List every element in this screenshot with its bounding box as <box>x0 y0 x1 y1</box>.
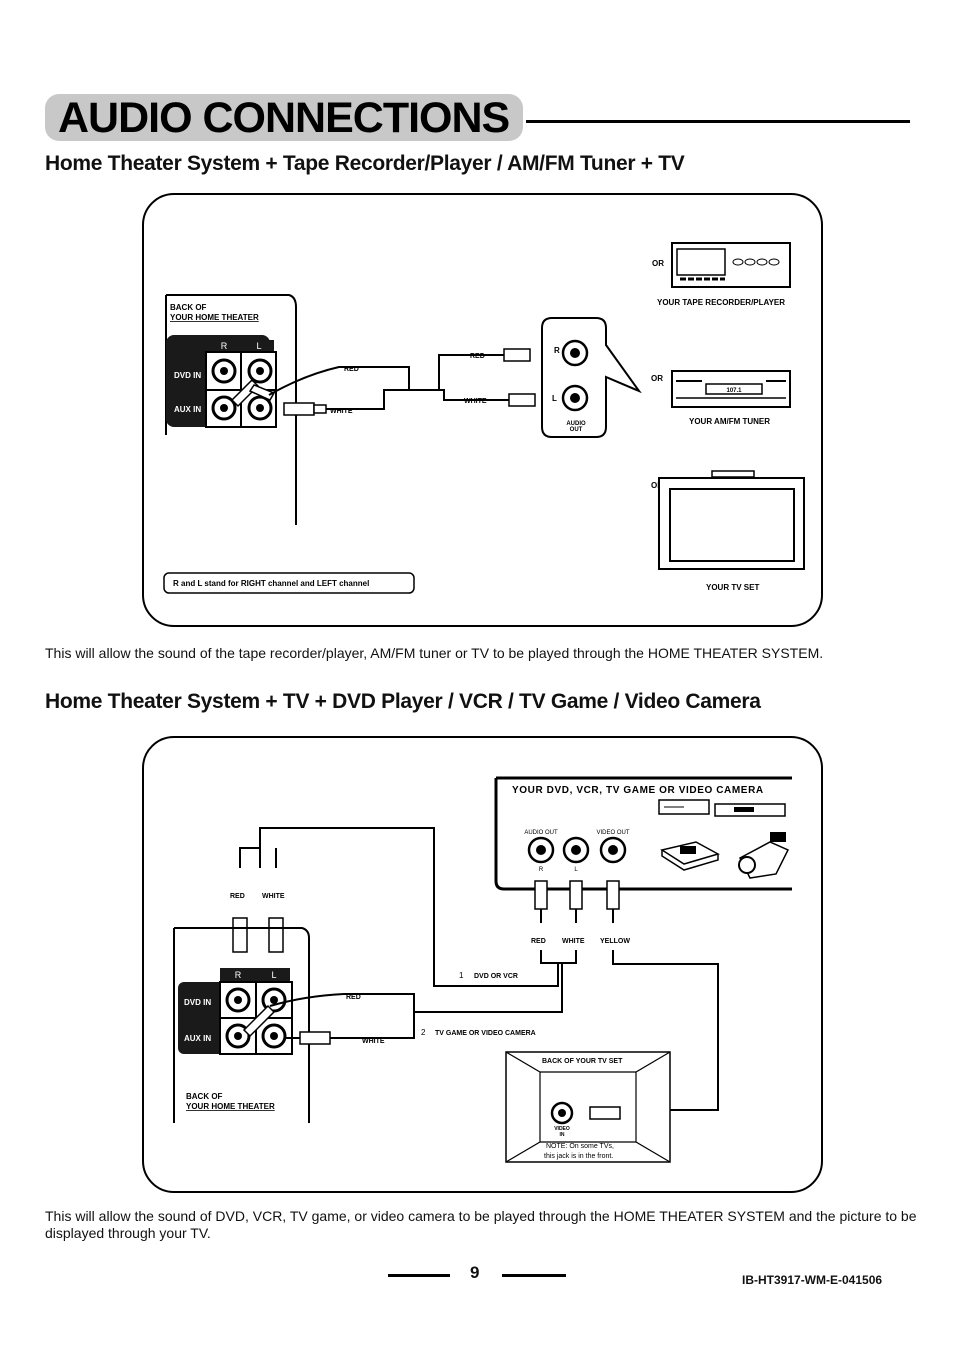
diagram-1: BACK OF YOUR HOME THEATER R L DVD IN AUX… <box>163 242 805 594</box>
top-white-label: WHITE <box>262 893 285 900</box>
vcr-icon <box>714 803 786 817</box>
panel2-l-label: L <box>271 970 276 980</box>
doc-code: IB-HT3917-WM-E-041506 <box>742 1273 883 1287</box>
diagram-2: YOUR DVD, VCR, TV GAME OR VIDEO CAMERA A… <box>173 776 792 1163</box>
top-red-label: RED <box>230 893 245 900</box>
diagram-2-frame: YOUR DVD, VCR, TV GAME OR VIDEO CAMERA A… <box>142 736 823 1193</box>
or-label-3: OR <box>651 481 663 490</box>
audio-out-label-1: AUDIO <box>566 421 586 427</box>
device-red-label: RED <box>531 938 546 945</box>
cable-red-2 <box>269 993 414 1007</box>
route-1-number: 1 <box>459 971 464 980</box>
back-of-label-2: BACK OF <box>186 1092 223 1101</box>
tv-note-2: this jack is in the front. <box>544 1153 613 1160</box>
channel-note-box <box>163 572 415 594</box>
or-label-2: OR <box>651 374 663 383</box>
source-device-panel <box>494 776 792 891</box>
home-theater-back-panel-2 <box>173 927 310 1123</box>
aux-in-label-2: AUX IN <box>184 1034 211 1043</box>
audio-out-label: AUDIO OUT <box>524 830 558 836</box>
section2-heading: Home Theater System + TV + DVD Player / … <box>45 690 761 713</box>
section1-description: This will allow the sound of the tape re… <box>45 645 824 661</box>
audio-out-panel <box>541 317 642 438</box>
aux-in-label: AUX IN <box>174 405 201 414</box>
route-1-label: DVD OR VCR <box>474 973 518 980</box>
home-theater-back-panel-1 <box>165 294 297 525</box>
top-red-plug <box>232 917 248 953</box>
diagram-1-frame: BACK OF YOUR HOME THEATER R L DVD IN AUX… <box>142 193 823 627</box>
tuner-display: 107.1 <box>726 388 742 394</box>
video-cable <box>612 950 719 1111</box>
tape-recorder-icon <box>671 242 791 288</box>
red-cable-label: RED <box>344 366 359 373</box>
video-in-label-2: IN <box>560 1132 565 1138</box>
dvd-player-icon <box>658 799 710 815</box>
tv-set-icon <box>658 470 805 570</box>
red-plug <box>503 348 531 362</box>
back-of-label: BACK OF <box>170 303 207 312</box>
title-rule <box>526 120 910 123</box>
or-label-1: OR <box>652 259 664 268</box>
tape-label: YOUR TAPE RECORDER/PLAYER <box>657 298 785 307</box>
footer-line-left <box>388 1274 450 1277</box>
section2-description: This will allow the sound of DVD, VCR, T… <box>45 1208 917 1241</box>
white-plug <box>508 393 536 407</box>
title-background <box>45 94 523 141</box>
home-theater-label-2: YOUR HOME THEATER <box>186 1102 275 1111</box>
video-out-label: VIDEO OUT <box>596 830 629 836</box>
page-title: AUDIO CONNECTIONS <box>58 94 510 142</box>
cable-white-2 <box>286 1012 415 1039</box>
panel2-r-label: R <box>235 970 242 980</box>
white-cable-label: WHITE <box>330 408 353 415</box>
dvd-in-label-2: DVD IN <box>184 998 211 1007</box>
cable-white-label: WHITE <box>362 1038 385 1045</box>
section1-heading: Home Theater System + Tape Recorder/Play… <box>45 152 685 175</box>
tuner-label: YOUR AM/FM TUNER <box>689 417 770 426</box>
tv-back-panel <box>505 1051 671 1163</box>
jack-r-label: R <box>554 346 560 355</box>
device-r-label: R <box>539 867 544 873</box>
home-theater-label: YOUR HOME THEATER <box>170 313 259 322</box>
am-fm-tuner-icon <box>671 370 791 408</box>
cable-red-label: RED <box>346 994 361 1001</box>
red-cable-label-2: RED <box>470 353 485 360</box>
red-white-joint <box>540 950 577 964</box>
route-2-cable <box>369 963 563 1013</box>
channel-note: R and L stand for RIGHT channel and LEFT… <box>173 579 369 588</box>
video-camera-icon <box>738 832 790 879</box>
jack-l-label: L <box>552 394 557 403</box>
audio-out-label-2: OUT <box>570 427 583 433</box>
tv-back-label: BACK OF YOUR TV SET <box>542 1058 623 1065</box>
route-1-cable <box>259 827 559 987</box>
game-console-icon <box>660 841 720 871</box>
route-2-label: TV GAME OR VIDEO CAMERA <box>435 1030 536 1037</box>
panel-l-label: L <box>256 341 261 351</box>
device-yellow-label: YELLOW <box>600 938 630 945</box>
top-white-plug <box>268 917 284 953</box>
dvd-in-label: DVD IN <box>174 371 201 380</box>
device-l-label: L <box>574 867 578 873</box>
device-plugs <box>534 880 620 923</box>
panel-r-label: R <box>221 341 228 351</box>
device-white-label: WHITE <box>562 938 585 945</box>
tv-note-1: NOTE: On some TVs, <box>546 1143 614 1150</box>
tv-label: YOUR TV SET <box>706 583 759 592</box>
video-in-label-1: VIDEO <box>554 1126 570 1132</box>
page-number: 9 <box>470 1263 480 1282</box>
footer-line-right <box>502 1274 566 1277</box>
cable-white-1 <box>283 389 509 416</box>
route-2-number: 2 <box>421 1028 426 1037</box>
white-plug-2 <box>299 1031 331 1045</box>
white-cable-label-2: WHITE <box>464 398 487 405</box>
device-title: YOUR DVD, VCR, TV GAME OR VIDEO CAMERA <box>512 785 764 796</box>
